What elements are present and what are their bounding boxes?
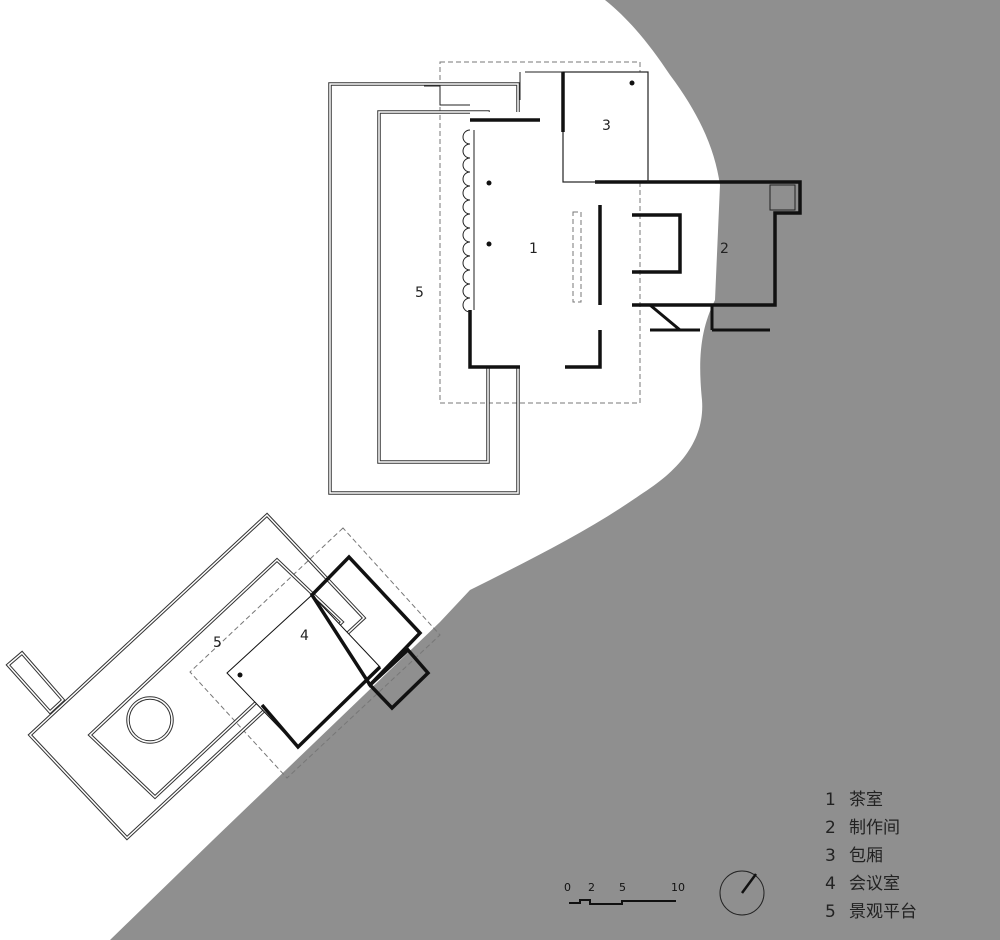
folding-doors — [462, 129, 471, 313]
terrain-area — [110, 0, 1000, 940]
scale-tick-10: 10 — [671, 881, 685, 894]
legend: 1 茶室 2 制作间 3 包厢 4 会议室 5 景观平台 — [825, 786, 917, 926]
legend-num: 4 — [825, 874, 836, 894]
room-label-2: 2 — [720, 241, 729, 257]
legend-label: 包厢 — [849, 846, 883, 866]
room-label-5-main: 5 — [415, 285, 424, 301]
room-label-3: 3 — [602, 118, 611, 134]
room-label-1: 1 — [529, 241, 538, 257]
legend-label: 景观平台 — [849, 902, 917, 922]
meeting-building — [5, 512, 441, 841]
scale-bar — [569, 899, 676, 905]
legend-label: 制作间 — [849, 818, 900, 838]
main-building — [328, 61, 802, 495]
scale-tick-2: 2 — [588, 881, 595, 894]
room-label-5-lower: 5 — [213, 635, 222, 651]
legend-label: 茶室 — [849, 790, 883, 810]
scale-tick-5: 5 — [619, 881, 626, 894]
legend-item: 3 包厢 — [825, 842, 917, 870]
legend-item: 4 会议室 — [825, 870, 917, 898]
legend-item: 2 制作间 — [825, 814, 917, 842]
legend-item: 5 景观平台 — [825, 898, 917, 926]
legend-item: 1 茶室 — [825, 786, 917, 814]
scale-tick-0: 0 — [564, 881, 571, 894]
legend-num: 2 — [825, 818, 836, 838]
roof-outline — [439, 61, 641, 404]
legend-num: 5 — [825, 902, 836, 922]
north-arrow-icon — [719, 870, 765, 916]
legend-num: 1 — [825, 790, 836, 810]
room-label-4: 4 — [300, 628, 309, 644]
legend-num: 3 — [825, 846, 836, 866]
legend-label: 会议室 — [849, 874, 900, 894]
